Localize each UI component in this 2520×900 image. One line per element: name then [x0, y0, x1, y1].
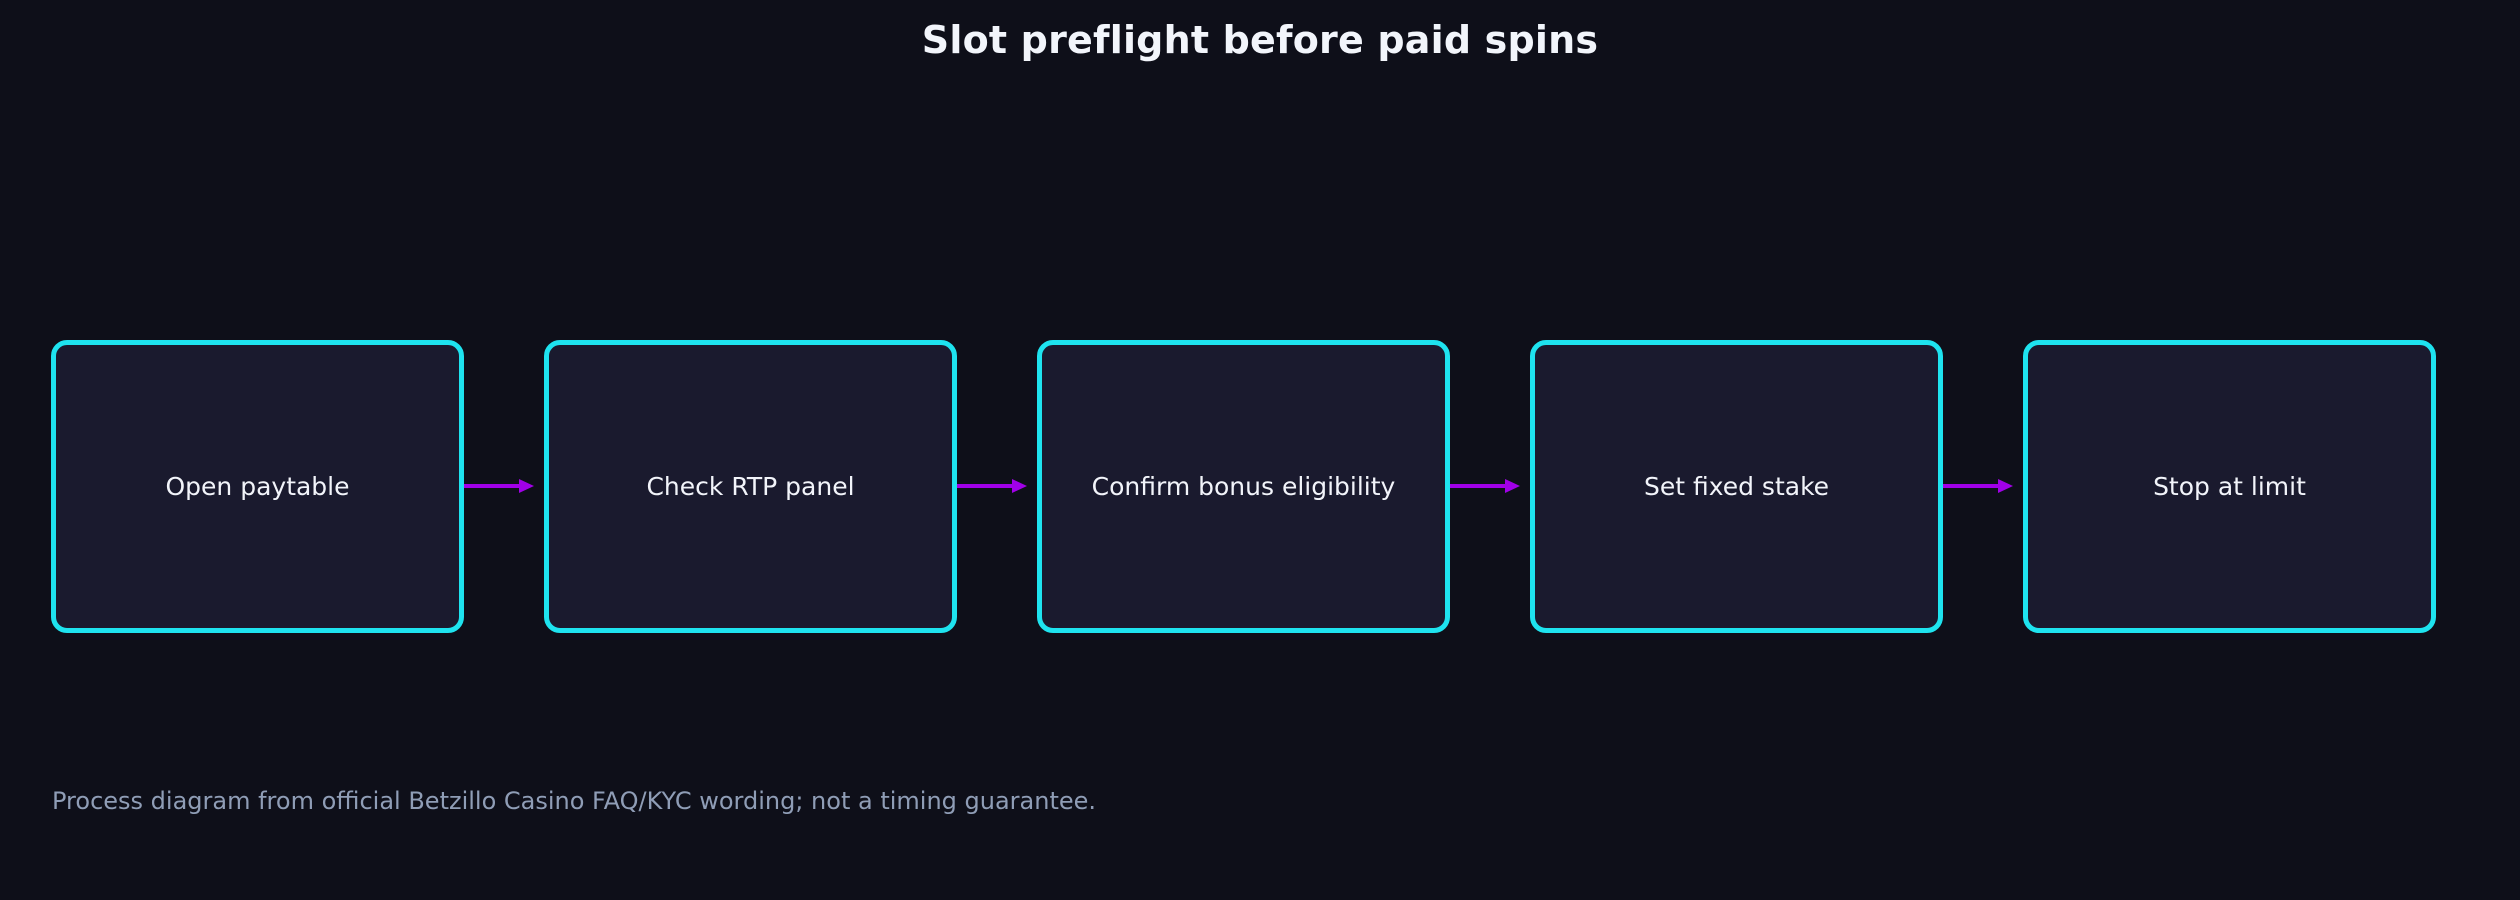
diagram-title: Slot preflight before paid spins	[921, 18, 1599, 62]
arrow-2-to-3	[957, 479, 1027, 493]
step-label: Check RTP panel	[646, 472, 855, 501]
step-confirm-bonus-eligibility: Confirm bonus eligibility	[1037, 340, 1450, 633]
step-open-paytable: Open paytable	[51, 340, 464, 633]
arrow-4-to-5	[1943, 479, 2013, 493]
step-set-fixed-stake: Set fixed stake	[1530, 340, 1943, 633]
arrow-1-to-2	[464, 479, 534, 493]
arrow-3-to-4	[1450, 479, 1520, 493]
step-label: Stop at limit	[2153, 472, 2306, 501]
footnote: Process diagram from official Betzillo C…	[52, 787, 1097, 815]
step-check-rtp-panel: Check RTP panel	[544, 340, 957, 633]
step-label: Set fixed stake	[1643, 472, 1830, 501]
step-label: Open paytable	[165, 472, 350, 501]
step-stop-at-limit: Stop at limit	[2023, 340, 2436, 633]
step-label: Confirm bonus eligibility	[1091, 472, 1396, 501]
